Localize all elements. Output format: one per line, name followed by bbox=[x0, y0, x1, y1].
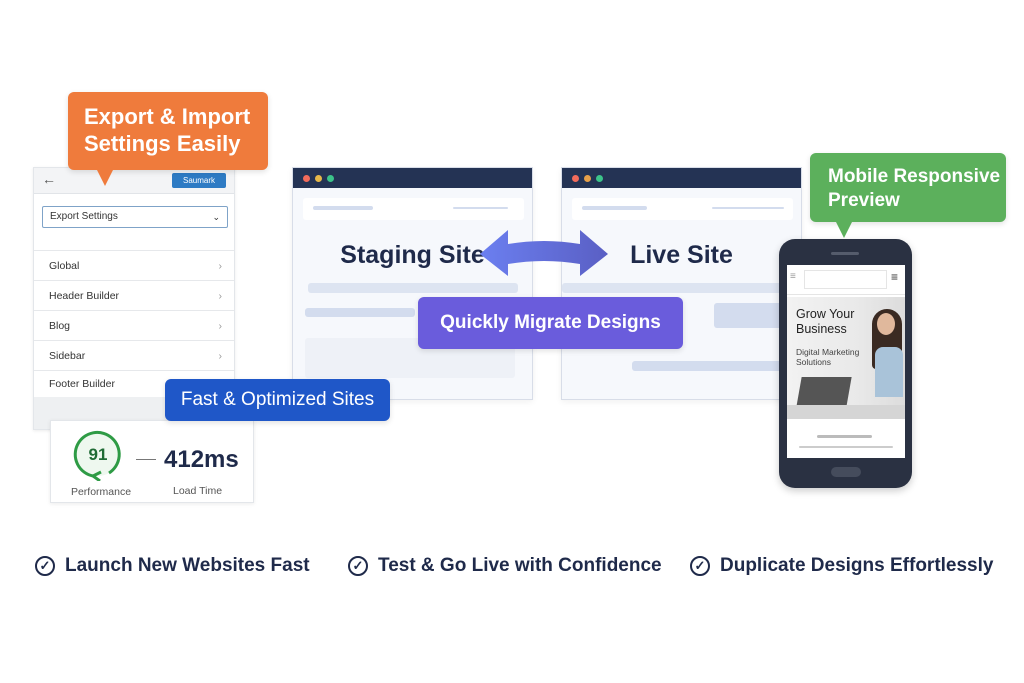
check-circle-icon: ✓ bbox=[348, 556, 368, 576]
performance-score: 91 bbox=[88, 445, 108, 464]
close-dot-icon bbox=[572, 175, 579, 182]
callout-tail bbox=[97, 170, 113, 186]
chevron-right-icon: › bbox=[218, 290, 223, 302]
search-bar[interactable] bbox=[804, 270, 887, 289]
menu-item-label: Footer Builder bbox=[49, 378, 115, 390]
back-arrow-icon[interactable]: ← bbox=[42, 171, 56, 187]
speaker bbox=[831, 252, 859, 255]
mobile-header: ≡ ≡ bbox=[787, 265, 905, 295]
chevron-down-icon: ⌄ bbox=[212, 212, 220, 222]
minimize-dot-icon bbox=[315, 175, 322, 182]
live-site-title: Live Site bbox=[630, 241, 733, 269]
nav-bar bbox=[572, 198, 793, 220]
export-import-callout: Export & Import Settings Easily bbox=[68, 92, 268, 170]
fast-optimized-badge: Fast & Optimized Sites bbox=[165, 379, 390, 421]
feature-label: Test & Go Live with Confidence bbox=[378, 555, 662, 576]
staging-site-title: Staging Site bbox=[340, 241, 485, 269]
feature-item: ✓ Launch New Websites Fast bbox=[35, 555, 310, 577]
load-time-value: 412ms bbox=[164, 446, 239, 473]
settings-panel: ← Saumark Export Settings ⌄ Global › Heade… bbox=[33, 167, 235, 430]
home-button[interactable] bbox=[831, 467, 861, 477]
hamburger-icon[interactable]: ≡ bbox=[891, 270, 899, 284]
menu-item-label: Sidebar bbox=[49, 350, 86, 362]
close-dot-icon bbox=[303, 175, 310, 182]
phone-screen: ≡ ≡ Grow Your Business Digital Marketing… bbox=[787, 265, 905, 458]
live-site-window: Live Site bbox=[561, 167, 802, 400]
menu-item-label: Header Builder bbox=[49, 290, 120, 302]
hero-subtext: Digital Marketing Solutions bbox=[796, 347, 860, 367]
performance-card: 91 Performance 412ms Load Time bbox=[50, 420, 254, 503]
menu-item-blog[interactable]: Blog › bbox=[34, 310, 234, 340]
load-time-label: Load Time bbox=[173, 485, 223, 497]
panel-header: ← Saumark bbox=[34, 168, 234, 194]
staging-site-window: Staging Site bbox=[292, 167, 533, 400]
maximize-dot-icon bbox=[596, 175, 603, 182]
bidirectional-arrow-icon bbox=[480, 230, 608, 276]
menu-item-label: Global bbox=[49, 260, 80, 272]
performance-gauge-icon bbox=[73, 430, 121, 481]
chevron-right-icon: › bbox=[218, 260, 223, 272]
minimize-dot-icon bbox=[584, 175, 591, 182]
callout-tail bbox=[836, 222, 852, 238]
laptop-illustration bbox=[796, 377, 852, 407]
hero-image: Grow Your Business Digital Marketing Sol… bbox=[787, 297, 905, 419]
menu-item-global[interactable]: Global › bbox=[34, 250, 234, 280]
feature-label: Duplicate Designs Effortlessly bbox=[720, 555, 994, 576]
hero-headline: Grow Your Business bbox=[796, 307, 855, 336]
feature-item: ✓ Duplicate Designs Effortlessly bbox=[690, 555, 993, 577]
maximize-dot-icon bbox=[327, 175, 334, 182]
mobile-responsive-callout: Mobile Responsive Preview bbox=[810, 153, 1006, 222]
menu-item-sidebar[interactable]: Sidebar › bbox=[34, 340, 234, 370]
feature-label: Launch New Websites Fast bbox=[65, 555, 310, 576]
menu-item-header-builder[interactable]: Header Builder › bbox=[34, 280, 234, 310]
mobile-phone: ≡ ≡ Grow Your Business Digital Marketing… bbox=[779, 239, 912, 488]
menu-item-footer-builder[interactable]: Footer Builder bbox=[34, 370, 234, 400]
performance-label: Performance bbox=[70, 486, 132, 498]
dropdown-value: Export Settings bbox=[50, 211, 118, 222]
publish-button[interactable]: Saumark bbox=[172, 173, 226, 188]
chevron-right-icon: › bbox=[218, 320, 223, 332]
migrate-designs-badge: Quickly Migrate Designs bbox=[418, 297, 683, 349]
divider bbox=[136, 459, 156, 460]
nav-bar bbox=[303, 198, 524, 220]
check-circle-icon: ✓ bbox=[35, 556, 55, 576]
chevron-right-icon: › bbox=[218, 350, 223, 362]
check-circle-icon: ✓ bbox=[690, 556, 710, 576]
menu-icon: ≡ bbox=[790, 271, 796, 282]
menu-item-label: Blog bbox=[49, 320, 71, 332]
feature-item: ✓ Test & Go Live with Confidence bbox=[348, 555, 662, 577]
export-settings-dropdown[interactable]: Export Settings ⌄ bbox=[42, 206, 228, 228]
